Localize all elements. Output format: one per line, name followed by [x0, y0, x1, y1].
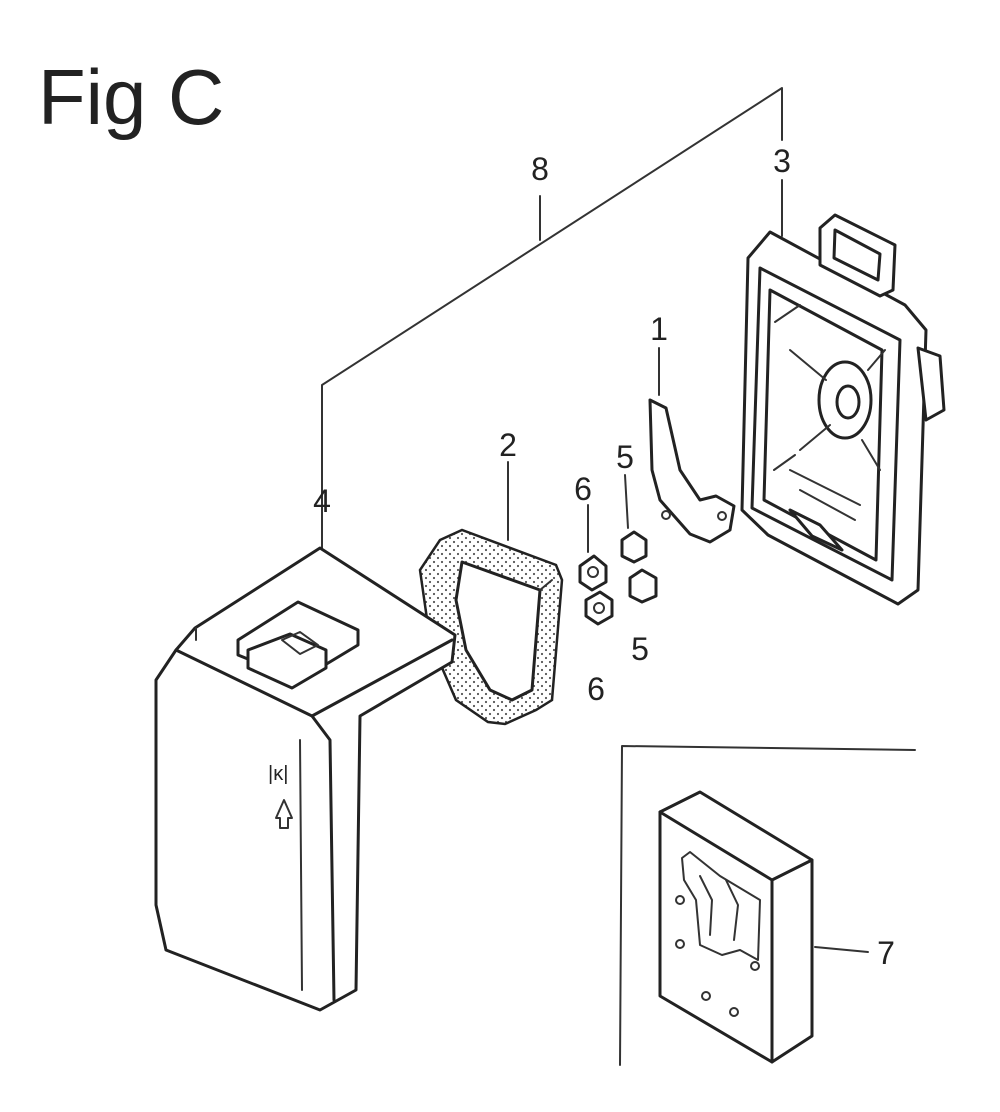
callout-2: 2 — [499, 427, 517, 463]
callout-labels: 8 3 1 2 4 5 5 6 6 7 — [313, 143, 895, 971]
callout-5-bottom: 5 — [631, 631, 649, 667]
assembly-8-bracket — [321, 87, 783, 541]
callout-6-top: 6 — [574, 471, 592, 507]
part-6-nuts — [578, 504, 614, 626]
callout-4: 4 — [313, 483, 331, 519]
part-2-filter-element — [418, 461, 564, 726]
part-3-cleaner-base — [740, 179, 946, 606]
callout-6-bottom: 6 — [587, 671, 605, 707]
callout-8: 8 — [531, 151, 549, 187]
callout-3: 3 — [773, 143, 791, 179]
part-7-inset — [619, 745, 916, 1066]
part-4-cover: |ᴋ| — [154, 519, 457, 1012]
part-5-spacers — [620, 474, 658, 604]
part-1-bracket — [648, 347, 736, 544]
cover-mark: |ᴋ| — [268, 763, 288, 785]
callout-1: 1 — [650, 311, 668, 347]
callout-7: 7 — [877, 935, 895, 971]
figure-title: Fig C — [38, 53, 225, 141]
callout-5-top: 5 — [616, 439, 634, 475]
